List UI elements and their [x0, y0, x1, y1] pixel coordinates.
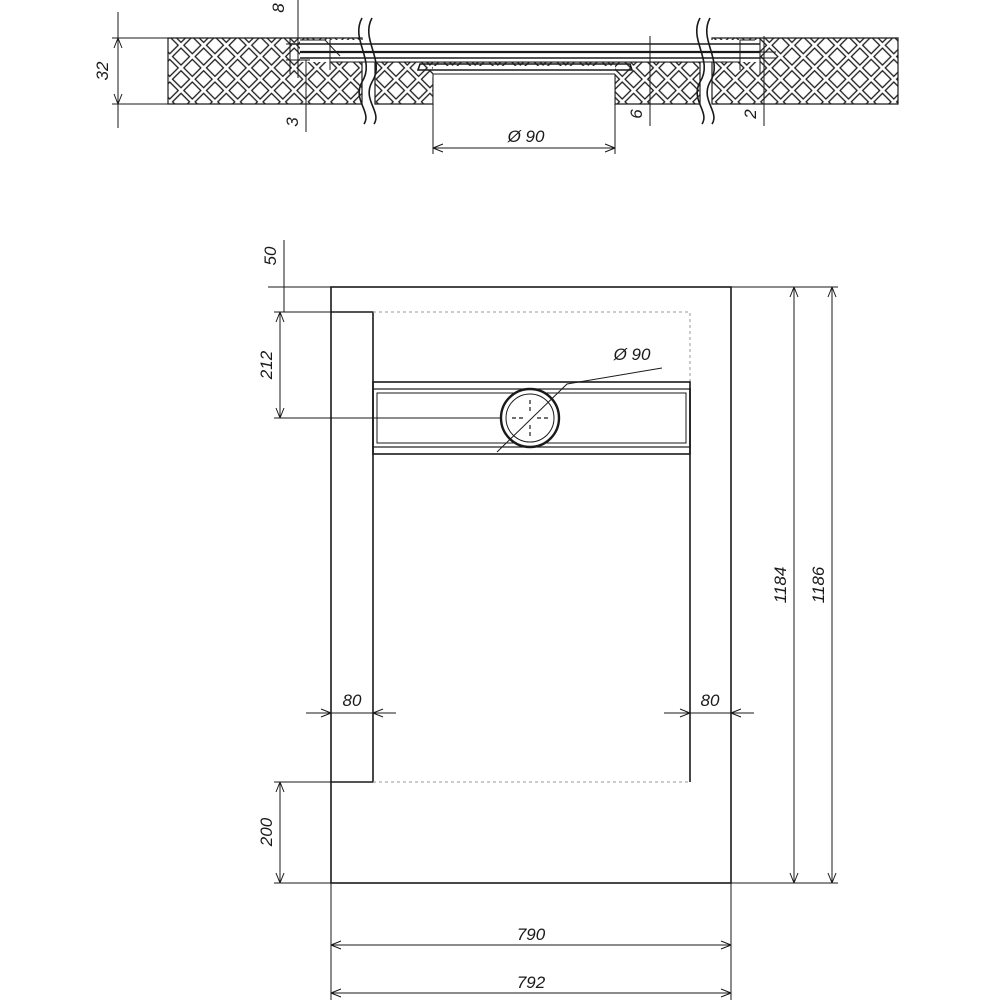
- tray-outline: [330, 286, 732, 884]
- break-mark-right: [695, 17, 706, 125]
- dim-drain-step-label: 6: [627, 109, 646, 119]
- dim-right-margin-label: 80: [701, 691, 720, 710]
- dim-section-drain-label: Ø 90: [507, 127, 545, 146]
- dim-top-margin-label: 50: [261, 246, 280, 265]
- dim-bottom-offset-label: 3: [283, 117, 302, 127]
- dim-edge-step-label: 2: [741, 109, 760, 120]
- cross-section-view: 32 8 3 6 2 Ø 90: [93, 0, 899, 154]
- dim-drain-offset-label: 212: [257, 350, 276, 380]
- dim-outer-length-label: 1186: [809, 566, 828, 603]
- inner-area-dashed: [373, 311, 691, 783]
- drain-hole-icon: [499, 387, 561, 449]
- plan-view: Ø 90 50 212 200 80 80 1184 1186 790: [257, 240, 838, 1000]
- dim-top-offset-label: 8: [269, 3, 288, 13]
- dim-outer-width-label: 792: [517, 973, 546, 992]
- break-mark-left: [357, 17, 368, 125]
- left-wall: [331, 311, 374, 783]
- dim-left-margin-label: 80: [343, 691, 362, 710]
- dim-plan-drain-label: Ø 90: [613, 345, 651, 364]
- dim-inner-width-label: 790: [517, 925, 546, 944]
- dim-thickness-label: 32: [93, 61, 112, 80]
- dim-bottom-margin-label: 200: [257, 817, 276, 847]
- dim-inner-length-label: 1184: [771, 567, 790, 604]
